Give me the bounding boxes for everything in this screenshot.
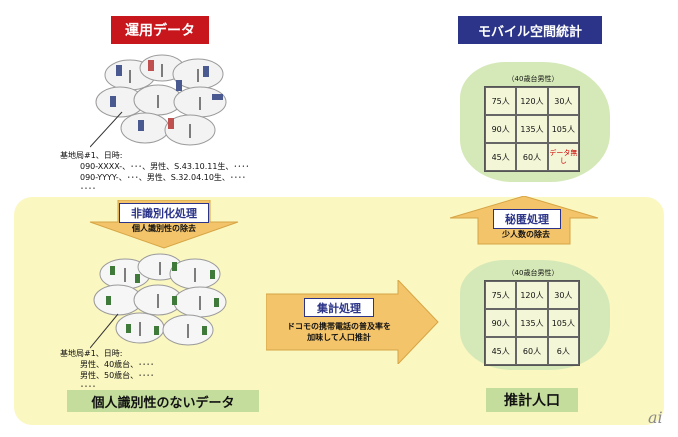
aggregate-step-desc: ドコモの携帯電話の普及率を 加味して人口推計	[276, 321, 402, 343]
confidential-step-desc: 少人数の除去	[502, 230, 550, 239]
grid-cell: 45人	[485, 337, 517, 365]
deidentify-step-desc: 個人識別性の除去	[132, 224, 196, 233]
grid-title-bottom: （40歳台男性）	[507, 269, 559, 277]
deidentify-step-title: 非識別化処理	[119, 203, 209, 223]
raw-record-line-4: ････	[80, 184, 96, 193]
grid-cell: 45人	[485, 143, 517, 171]
estimated-population-caption: 推計人口	[486, 388, 578, 412]
grid-title-top: （40歳台男性）	[507, 75, 559, 83]
grid-cell-no-data: データ無し	[547, 143, 579, 171]
grid-cell: 120人	[516, 281, 548, 309]
grid-cell: 75人	[485, 87, 517, 115]
grid-cell: 60人	[516, 337, 548, 365]
grid-cell: 30人	[547, 87, 579, 115]
base-station-cells-illustration-deidentified	[90, 253, 227, 349]
deidentified-record-line-4: ････	[80, 382, 96, 391]
aggregate-step-title: 集計処理	[304, 298, 374, 317]
base-station-cells-illustration	[90, 54, 227, 148]
raw-record-line-1: 基地局#1、日時:	[60, 151, 123, 160]
grid-cell: 6人	[547, 337, 579, 365]
watermark-logo: ai	[648, 408, 663, 427]
grid-cell: 60人	[516, 143, 548, 171]
grid-cell: 30人	[547, 281, 579, 309]
grid-cell: 135人	[516, 115, 548, 143]
operational-data-title: 運用データ	[111, 16, 209, 44]
deidentified-data-caption: 個人識別性のないデータ	[67, 390, 259, 412]
grid-cell: 90人	[485, 115, 517, 143]
deidentified-record-line-1: 基地局#1、日時:	[60, 349, 123, 358]
deidentified-record-line-3: 男性、50歳台、････	[80, 371, 155, 380]
aggregate-desc-line: ドコモの携帯電話の普及率を	[287, 322, 391, 331]
grid-cell: 75人	[485, 281, 517, 309]
mobile-spatial-statistics-title: モバイル空間統計	[458, 16, 602, 44]
confidential-step-title: 秘匿処理	[493, 209, 561, 229]
aggregate-desc-line: 加味して人口推計	[307, 333, 371, 342]
population-grid-bottom: 75人 120人 30人 90人 135人 105人 45人 60人 6人	[484, 280, 580, 366]
grid-cell: 135人	[516, 309, 548, 337]
deidentified-record-line-2: 男性、40歳台、････	[80, 360, 155, 369]
raw-record-line-3: 090-YYYY-、･･･、男性、S.32.04.10生、････	[80, 173, 246, 182]
grid-cell: 105人	[547, 115, 579, 143]
grid-cell: 105人	[547, 309, 579, 337]
grid-cell: 90人	[485, 309, 517, 337]
population-grid-top: 75人 120人 30人 90人 135人 105人 45人 60人 データ無し	[484, 86, 580, 172]
grid-cell: 120人	[516, 87, 548, 115]
raw-record-line-2: 090-XXXX-、･･･、男性、S.43.10.11生、････	[80, 162, 250, 171]
